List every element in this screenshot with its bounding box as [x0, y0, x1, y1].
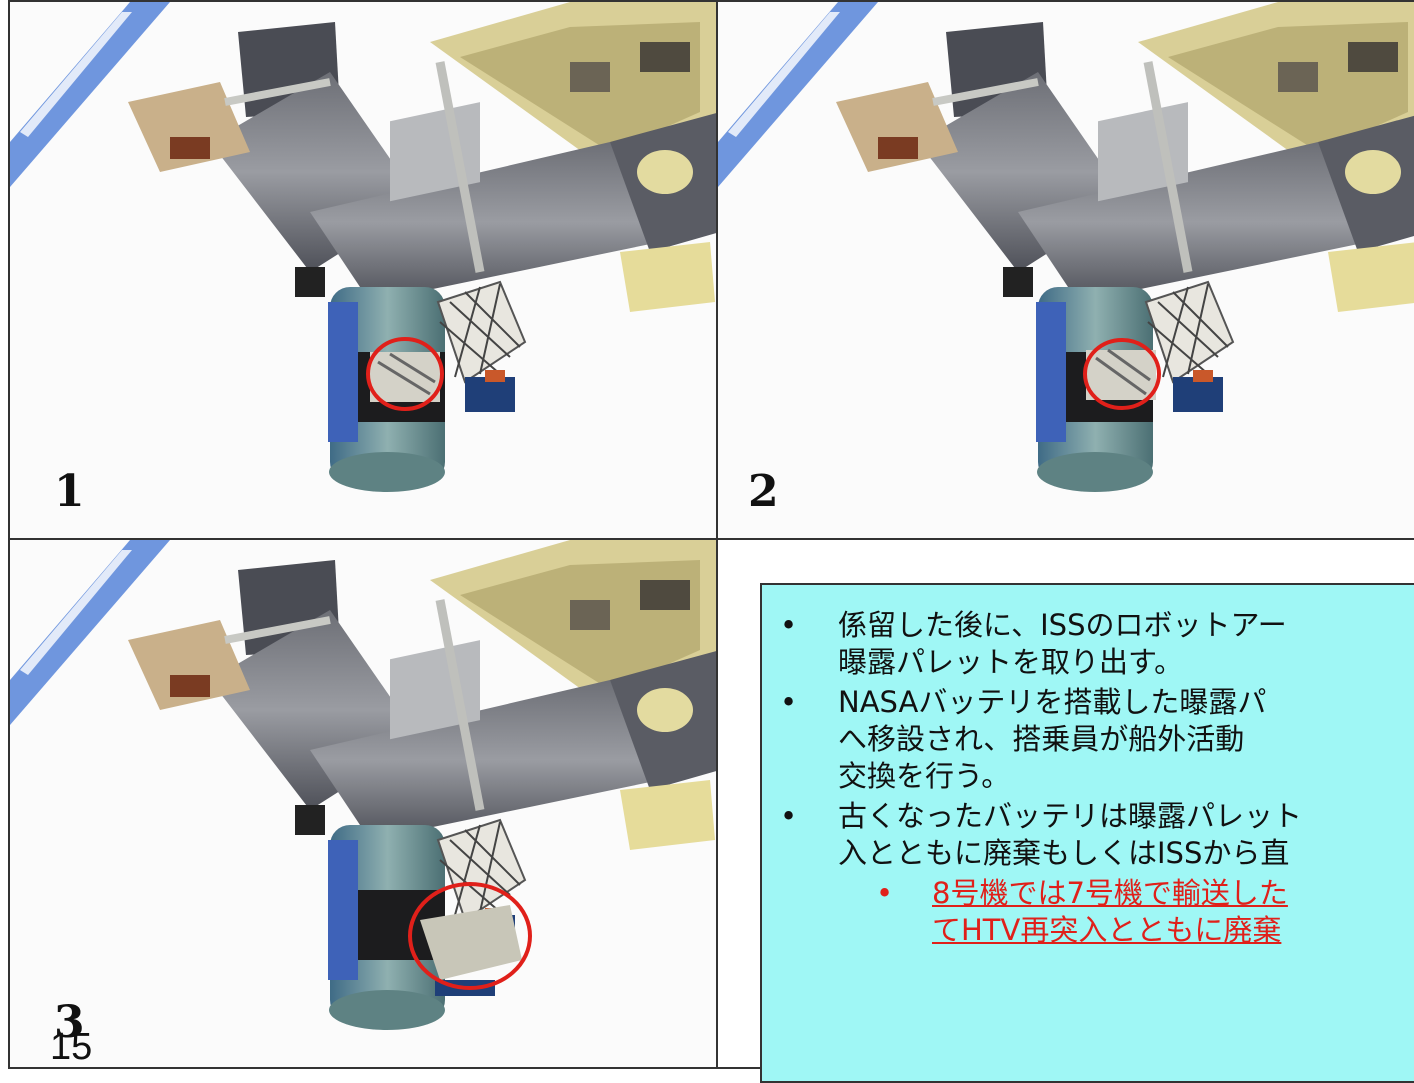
description-textbox: • 係留した後に、ISSのロボットアー 曝露パレットを取り出す。 • NASAバ… [760, 583, 1414, 1083]
frame-3: 3 [8, 538, 718, 1069]
bullet-line: へ移設され、搭乗員が船外活動 [838, 722, 1245, 756]
bullet-dot: • [780, 685, 798, 719]
frame-label: 3 [54, 997, 85, 1048]
frame-label: 2 [748, 466, 779, 517]
sub-bullet: • 8号機では7号機で輸送した てHTV再突入とともに廃棄 [780, 875, 1414, 949]
sub-bullet-line: てHTV再突入とともに廃棄 [932, 913, 1282, 947]
bullet-dot: • [780, 608, 798, 642]
frame-2: 2 [716, 0, 1414, 540]
exposed-pallet [1086, 348, 1156, 400]
slide-number: 15 [50, 1026, 93, 1068]
highlight-circle [408, 882, 532, 990]
station-illustration [10, 540, 718, 1069]
bullet-line: 古くなったバッテリは曝露パレット [838, 799, 1303, 833]
bullet-2: • NASAバッテリを搭載した曝露パ へ移設され、搭乗員が船外活動 交換を行う。 [780, 684, 1414, 795]
highlight-circle [1083, 338, 1161, 410]
sub-bullet-line: 8号機では7号機で輸送した [932, 876, 1288, 910]
bullet-1: • 係留した後に、ISSのロボットアー 曝露パレットを取り出す。 [780, 607, 1414, 681]
bullet-dot: • [876, 876, 894, 910]
station-illustration [718, 2, 1414, 540]
bullet-3: • 古くなったバッテリは曝露パレット 入とともに廃棄もしくはISSから直 [780, 798, 1414, 872]
frame-1: 1 [8, 0, 718, 540]
bullet-line: NASAバッテリを搭載した曝露パ [838, 685, 1267, 719]
frame-label: 1 [54, 466, 85, 517]
bullet-line: 入とともに廃棄もしくはISSから直 [838, 836, 1290, 870]
bullet-line: 係留した後に、ISSのロボットアー [838, 608, 1287, 642]
exposed-pallet [370, 352, 440, 402]
highlight-circle [366, 337, 444, 411]
station-illustration [10, 2, 718, 540]
bullet-line: 曝露パレットを取り出す。 [838, 645, 1184, 679]
bullet-dot: • [780, 799, 798, 833]
bullet-line: 交換を行う。 [838, 759, 1011, 793]
